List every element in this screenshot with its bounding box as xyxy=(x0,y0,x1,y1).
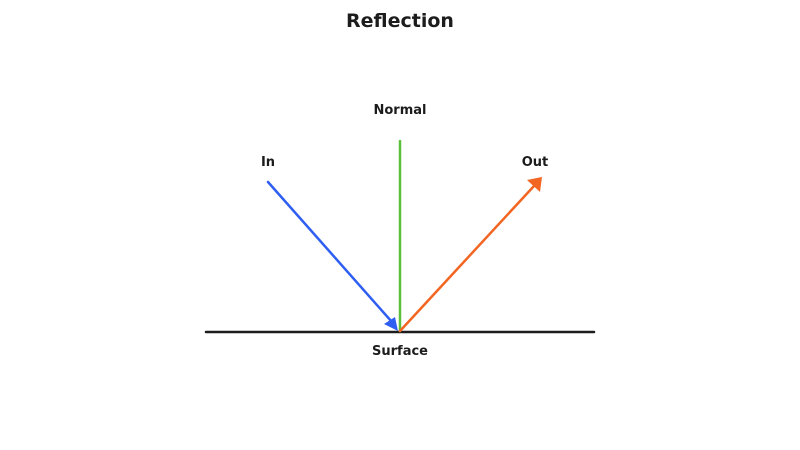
incoming-label: In xyxy=(260,155,276,170)
outgoing-label: Out xyxy=(521,155,549,170)
normal-label: Normal xyxy=(373,103,427,118)
surface-label: Surface xyxy=(372,344,428,359)
outgoing-ray-arrowhead xyxy=(527,177,542,192)
incoming-ray-arrowhead xyxy=(384,317,398,331)
incoming-ray xyxy=(266,180,394,324)
diagram-title: Reflection xyxy=(346,10,454,32)
outgoing-ray xyxy=(398,184,536,333)
